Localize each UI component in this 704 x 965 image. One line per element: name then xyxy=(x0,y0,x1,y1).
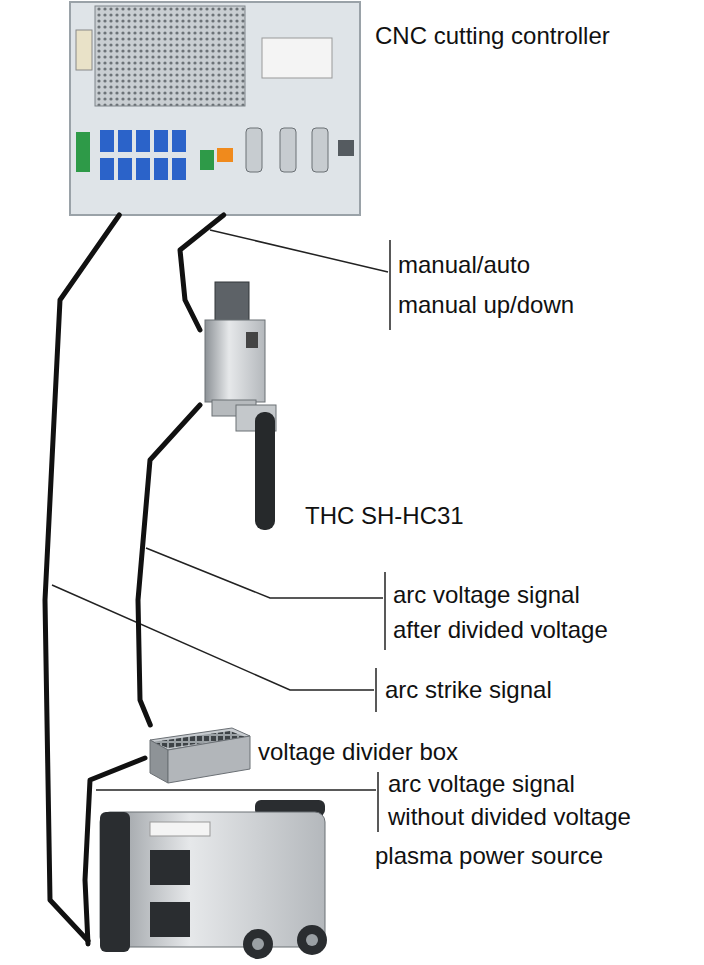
plasma-picture-part xyxy=(100,812,130,952)
cable xyxy=(85,758,145,944)
plasma-picture-part xyxy=(100,812,325,947)
thc-picture-part xyxy=(246,332,258,348)
signal-label: arc voltage signal xyxy=(388,770,575,798)
thc-picture-part xyxy=(205,320,265,402)
controller-picture-part xyxy=(338,140,354,156)
divider-box-picture xyxy=(150,728,250,783)
plasma-picture-part xyxy=(297,925,327,955)
controller-picture-part xyxy=(70,2,360,215)
divider-box-picture-part xyxy=(168,736,250,783)
controller-picture-part xyxy=(312,128,328,172)
leader-line-part xyxy=(96,789,376,791)
controller-picture-part xyxy=(217,148,233,162)
controller-picture-part xyxy=(76,30,92,70)
leader-line-part xyxy=(146,548,383,598)
plasma-picture-part xyxy=(150,902,190,937)
leader-line-part xyxy=(384,572,386,650)
controller-picture-part xyxy=(154,130,168,152)
controller-picture-part xyxy=(154,158,168,180)
signal-label: manual/auto xyxy=(398,251,530,279)
cable xyxy=(45,215,119,941)
controller-picture-part xyxy=(118,158,132,180)
controller-picture-part xyxy=(172,130,186,152)
signal-label: after divided voltage xyxy=(393,616,608,644)
device-name: CNC cutting controller xyxy=(375,22,610,50)
device-node: CNC cutting controller xyxy=(70,0,360,215)
controller-picture-part xyxy=(246,128,262,172)
leader-line-part xyxy=(52,585,374,690)
controller-picture-part xyxy=(280,128,296,172)
controller-picture-part xyxy=(136,130,150,152)
thc-picture-part xyxy=(215,282,249,322)
device-node: plasma power source xyxy=(88,800,333,960)
device-name: THC SH-HC31 xyxy=(305,502,464,530)
controller-picture xyxy=(70,2,360,215)
plasma-picture-part xyxy=(306,934,318,946)
device-node: THC SH-HC31 xyxy=(200,280,295,530)
signal-label: arc strike signal xyxy=(385,676,552,704)
plasma-picture-part xyxy=(150,822,210,836)
controller-picture-part xyxy=(95,6,245,106)
controller-picture-part xyxy=(200,150,214,170)
device-node: voltage divider box xyxy=(145,725,250,785)
controller-picture-part xyxy=(172,158,186,180)
signal-label: arc voltage signal xyxy=(393,581,580,609)
controller-picture-part xyxy=(262,38,332,78)
leader-line-part xyxy=(210,230,388,272)
device-name: plasma power source xyxy=(375,842,603,870)
leader-line-part xyxy=(377,772,379,832)
plasma-picture-part xyxy=(252,938,264,950)
controller-picture-part xyxy=(118,130,132,152)
controller-picture-part xyxy=(100,130,114,152)
cable xyxy=(138,405,200,725)
signal-label: without divided voltage xyxy=(388,803,631,831)
device-name: voltage divider box xyxy=(258,738,458,766)
plasma-picture-part xyxy=(243,929,273,959)
thc-picture xyxy=(205,282,276,530)
thc-picture-part xyxy=(255,412,275,530)
controller-picture-part xyxy=(76,132,90,172)
controller-picture-part xyxy=(100,158,114,180)
leader-line-part xyxy=(375,668,377,712)
controller-picture-part xyxy=(136,158,150,180)
cable xyxy=(180,215,224,330)
plasma-picture-part xyxy=(150,850,190,885)
plasma-picture xyxy=(100,800,327,959)
leader-line-part xyxy=(389,240,391,330)
divider-box-picture-part xyxy=(150,740,168,783)
signal-label: manual up/down xyxy=(398,291,574,319)
